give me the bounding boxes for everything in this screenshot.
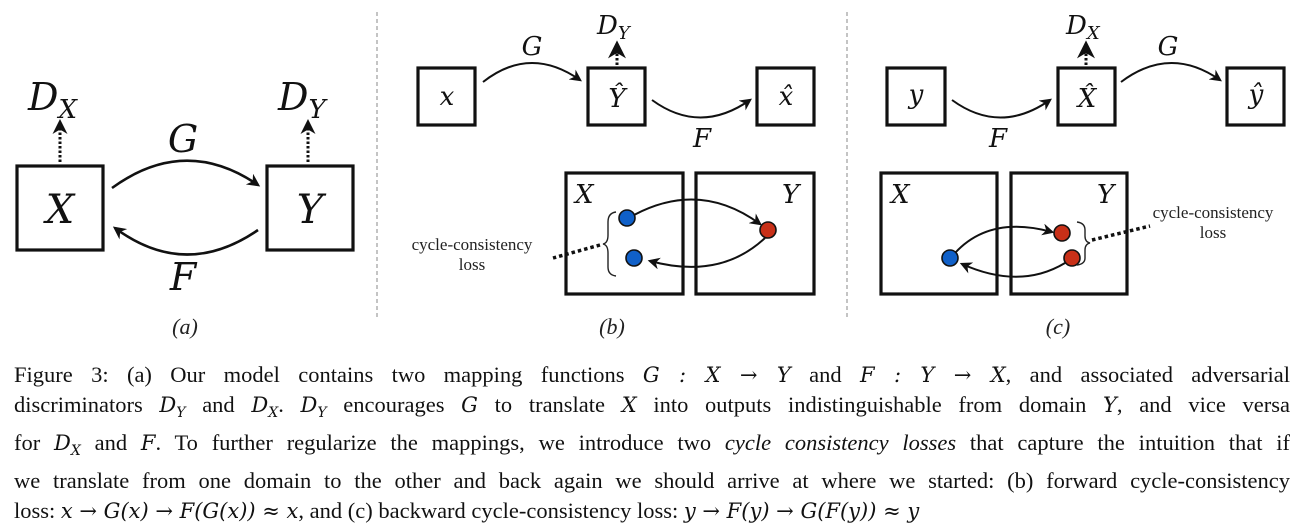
mapping-f-arrow — [112, 226, 259, 256]
panel-b: x Ŷ x̂ G F DY X Y cycle-consistency loss… — [412, 11, 816, 339]
caption-line: for DX and F. To further regularize the … — [14, 430, 1290, 460]
mapping-g-arrow — [1120, 62, 1222, 83]
loss-label-line1: cycle-consistency — [412, 235, 533, 254]
domain-y-region-label: Y — [782, 180, 802, 210]
discriminator-x-label: DX — [1065, 11, 1101, 44]
figure-caption: Figure 3: (a) Our model contains two map… — [14, 360, 1290, 526]
math-g-mapping: G : X → Y — [642, 363, 791, 387]
translated-point-dot-1 — [1053, 224, 1071, 242]
panel-b-caption: (b) — [599, 314, 625, 339]
generated-x-label: X̂ — [1076, 83, 1098, 114]
discriminator-y-label: DY — [596, 11, 632, 44]
forward-mapping-arrow — [633, 198, 762, 226]
domain-x-box — [15, 164, 105, 252]
generated-x-box — [1056, 66, 1117, 127]
loss-label-line2: loss — [1200, 223, 1226, 242]
loss-pointer-line — [552, 243, 601, 260]
mapping-g-arrow — [482, 62, 582, 83]
mapping-f-label: F — [169, 255, 198, 299]
mapping-g-arrow — [111, 159, 261, 190]
translated-point-dot-2 — [1063, 249, 1081, 267]
mapping-g-label: G — [1158, 32, 1179, 62]
input-x-label: x — [440, 82, 455, 112]
caption-line: discriminators DY and DX. DY encourages … — [14, 392, 1291, 422]
domain-x-label: X — [43, 187, 76, 233]
math-f-mapping: F : Y → X — [859, 363, 1006, 387]
panel-a-caption: (a) — [172, 314, 198, 339]
cyclegan-figure: X Y G F DX DY (a) x Ŷ x̂ G F DY X Y — [15, 11, 1286, 339]
caption-line: loss: x → G(x) → F(G(x)) ≈ x, and (c) ba… — [14, 498, 920, 524]
caption-line: Figure 3: (a) Our model contains two map… — [14, 362, 1290, 387]
panel-c: y X̂ ŷ F G DX X Y cycle-consistency loss… — [879, 11, 1286, 339]
generated-y-label: Ŷ — [608, 82, 628, 114]
discriminator-x-label: DX — [27, 75, 78, 125]
loss-label-line1: cycle-consistency — [1153, 203, 1274, 222]
reconstructed-x-label: x̂ — [779, 82, 794, 112]
discriminator-y-label: DY — [277, 75, 328, 125]
backward-mapping-arrow — [959, 262, 1066, 278]
loss-brace — [1076, 221, 1091, 266]
domain-x-region — [564, 171, 685, 296]
mapping-f-label: F — [692, 124, 712, 154]
domain-y-region-label: Y — [1097, 180, 1117, 210]
loss-label-line2: loss — [459, 255, 485, 274]
translated-point-dot — [759, 221, 777, 239]
domain-y-box — [265, 164, 355, 252]
reconstructed-y-label: ŷ — [1248, 80, 1264, 110]
mapping-f-label: F — [988, 124, 1008, 154]
reconstructed-point-dot — [625, 249, 643, 267]
reconstructed-x-box — [755, 66, 816, 127]
panel-c-caption: (c) — [1046, 314, 1070, 339]
math-backward-cycle: y → F(y) → G(F(y)) ≈ y — [683, 499, 920, 524]
emphasis-cycle-losses: cycle consistency losses — [724, 430, 957, 456]
domain-y-region — [694, 171, 816, 296]
domain-x-region-label: X — [889, 180, 911, 210]
domain-x-region-label: X — [573, 180, 595, 210]
input-y-label: y — [908, 80, 924, 110]
input-y-box — [885, 66, 947, 127]
mapping-f-arrow — [651, 98, 752, 119]
domain-y-label: Y — [297, 187, 327, 233]
generated-y-box — [586, 66, 647, 127]
mapping-f-arrow — [951, 98, 1052, 119]
panel-a: X Y G F DX DY (a) — [15, 75, 355, 339]
backward-mapping-arrow — [647, 237, 766, 270]
loss-pointer-line — [1091, 224, 1151, 242]
domain-x-region — [879, 171, 999, 296]
math-forward-cycle: x → G(x) → F(G(x)) ≈ x — [60, 499, 299, 524]
mapping-g-label: G — [168, 117, 198, 161]
source-point-dot — [618, 209, 636, 227]
loss-brace — [602, 211, 617, 277]
reconstructed-y-box — [1225, 66, 1286, 127]
caption-line: we translate from one domain to the othe… — [14, 468, 1290, 494]
source-point-dot — [941, 249, 959, 267]
mapping-g-label: G — [522, 32, 543, 62]
input-x-box — [416, 66, 477, 127]
forward-mapping-arrow — [954, 223, 1055, 254]
